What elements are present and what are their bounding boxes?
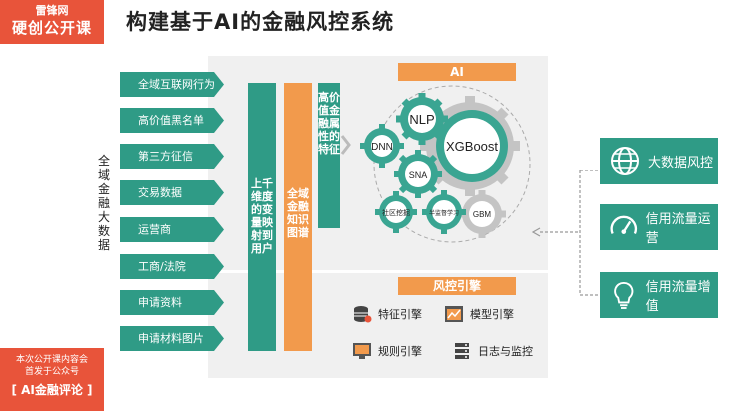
source-item: 工商/法院 (120, 254, 224, 279)
source-label: 全域互联网行为 (138, 78, 215, 91)
arrow-shape (120, 180, 224, 205)
arrow-shape (120, 217, 224, 242)
server-log-icon (455, 343, 469, 359)
source-item: 高价值黑名单 (120, 108, 224, 133)
footer-line2: 首发于公众号 (24, 367, 79, 377)
attribute-bar-text: 高价值金融属性的特征 (318, 91, 340, 156)
engine-item: 规则引擎 (352, 342, 422, 360)
monitor-rules-icon (353, 343, 371, 359)
source-label: 交易数据 (138, 186, 182, 199)
source-item: 第三方征信 (120, 144, 224, 169)
engine-label: 模型引擎 (470, 308, 514, 321)
ml-gears-diagram: NLP DNN XGBoost SNA 社区挖掘 半监督学习 GBM (360, 85, 531, 243)
output-box: 大数据风控 (600, 138, 718, 184)
ai-header: AI (398, 63, 516, 81)
footer-line1: 本次公开课内容会 (15, 355, 88, 365)
gear-label: NLP (409, 112, 434, 127)
output-box: 信用流量运营 (600, 204, 718, 250)
globe-icon (611, 147, 639, 175)
engine-item: 日志与监控 (452, 342, 533, 360)
source-label: 申请材料图片 (138, 332, 204, 345)
engine-item: 特征引擎 (352, 305, 422, 323)
arrow-shape (120, 290, 224, 315)
source-item: 申请材料图片 (120, 326, 224, 351)
source-label: 工商/法院 (138, 260, 186, 273)
knowledge-bar: 全域金融知识图谱 (284, 83, 312, 351)
side-label: 全域金融大数据 (97, 154, 110, 252)
speedometer-icon (610, 215, 637, 234)
database-icon (354, 306, 372, 323)
arrow-shape (120, 72, 224, 97)
footer-note: 本次公开课内容会 首发于公众号 [ AI金融评论 ] (0, 348, 104, 411)
source-item: 交易数据 (120, 180, 224, 205)
dashed-ring (373, 85, 531, 243)
source-item: 全域互联网行为 (120, 72, 224, 97)
arrow-shape (120, 254, 224, 279)
risk-engine-header: 风控引擎 (398, 277, 516, 295)
mapping-bar: 上千维度的变量映射到用户 (248, 83, 276, 351)
knowledge-bar-text: 全域金融知识图谱 (287, 187, 309, 239)
output-connector (531, 170, 600, 296)
source-label: 申请资料 (138, 296, 182, 309)
arrow-shape (120, 326, 224, 351)
gear-label: 社区挖掘 (382, 208, 410, 217)
source-item: 申请资料 (120, 290, 224, 315)
footer-line3: [ AI金融评论 ] (11, 383, 93, 397)
output-box: 信用流量增值 (600, 272, 718, 318)
source-label: 高价值黑名单 (138, 114, 204, 127)
gear-label: SNA (409, 170, 428, 180)
logo-line2: 硬创公开课 (11, 19, 92, 37)
source-label: 第三方征信 (138, 150, 193, 163)
mapping-bar-text: 上千维度的变量映射到用户 (251, 177, 273, 255)
gear-label: GBM (473, 210, 492, 219)
engine-item: 模型引擎 (444, 305, 514, 323)
model-chart-icon (445, 306, 463, 322)
chevron-right-icon (340, 135, 351, 155)
gear-label: XGBoost (446, 139, 498, 154)
engine-label: 规则引擎 (378, 345, 422, 358)
brand-logo: 雷锋网 硬创公开课 (0, 0, 104, 44)
engine-label: 特征引擎 (378, 308, 422, 321)
arrow-shape (120, 144, 224, 169)
output-label: 信用流量增值 (645, 280, 711, 314)
logo-line1: 雷锋网 (35, 4, 69, 17)
source-item: 运营商 (120, 217, 224, 242)
gear-label: 半监督学习 (429, 209, 459, 217)
attribute-bar: 高价值金融属性的特征 (318, 83, 340, 228)
source-label: 运营商 (138, 223, 171, 236)
page-title: 构建基于AI的金融风控系统 (126, 10, 395, 34)
arrow-shape (120, 108, 224, 133)
output-label: 信用流量运营 (645, 212, 711, 246)
gear-label: DNN (371, 142, 393, 153)
lightbulb-icon (614, 282, 634, 309)
output-label: 大数据风控 (648, 155, 714, 171)
engine-label: 日志与监控 (478, 345, 533, 358)
